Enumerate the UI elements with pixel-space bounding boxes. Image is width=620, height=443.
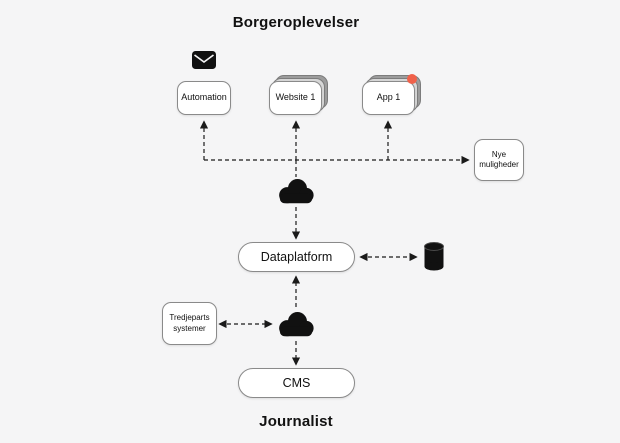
title-borgeroplevelser: Borgeroplevelser — [232, 14, 360, 31]
node-website-label: Website 1 — [275, 92, 316, 103]
node-app-label: App 1 — [376, 92, 401, 103]
node-cms-label: CMS — [282, 376, 311, 390]
node-dataplatform-label: Dataplatform — [260, 250, 333, 264]
email-icon — [192, 51, 216, 69]
database-icon — [424, 242, 444, 271]
notification-dot — [407, 74, 417, 84]
node-app: App 1 — [362, 74, 421, 115]
cloud-icon — [279, 312, 314, 337]
title-journalist: Journalist — [259, 413, 333, 430]
node-nye-muligheder: Nye muligheder — [474, 139, 524, 181]
node-cms: CMS — [238, 368, 355, 398]
node-dataplatform: Dataplatform — [238, 242, 355, 272]
cloud-icon — [279, 179, 314, 204]
node-tredjeparts: Tredjeparts systemer — [162, 302, 217, 345]
node-automation: Automation — [177, 81, 231, 115]
node-automation-label: Automation — [181, 92, 227, 103]
node-website: Website 1 — [269, 75, 328, 115]
node-nye-muligheder-label: Nye muligheder — [479, 149, 519, 169]
node-tredjeparts-label: Tredjeparts systemer — [169, 313, 210, 333]
